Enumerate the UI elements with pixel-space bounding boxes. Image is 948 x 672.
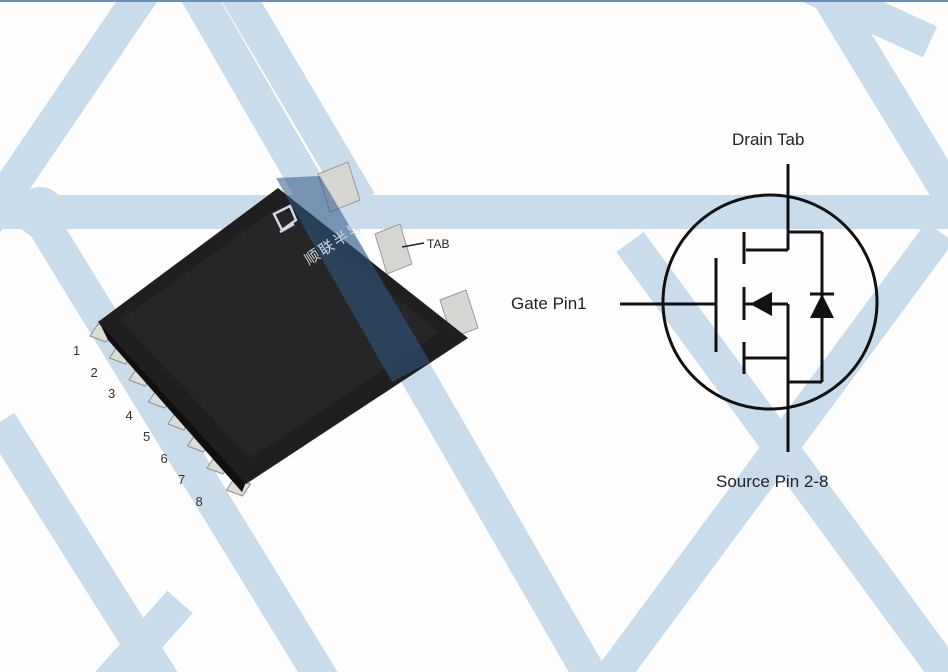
symbol-circle <box>661 193 879 411</box>
band-overlay <box>276 176 430 382</box>
pin-number-5: 5 <box>143 429 151 444</box>
gate-label: Gate Pin1 <box>511 294 587 313</box>
pin-number-1: 1 <box>73 343 81 358</box>
pin-number-8: 8 <box>195 493 203 509</box>
pin-number-7: 7 <box>178 472 186 487</box>
pin-number-6: 6 <box>160 450 168 466</box>
pin-number-2: 2 <box>90 364 98 380</box>
package-side <box>98 320 246 492</box>
drain-label: Drain Tab <box>732 130 805 149</box>
diode-arrow <box>810 294 834 318</box>
pin-number-4: 4 <box>125 407 133 423</box>
channel-arrow <box>750 292 772 316</box>
brand-logo-icon <box>272 204 298 234</box>
pin-number-3: 3 <box>108 386 116 401</box>
source-label: Source Pin 2-8 <box>716 472 829 491</box>
tab-label: TAB <box>427 237 450 251</box>
